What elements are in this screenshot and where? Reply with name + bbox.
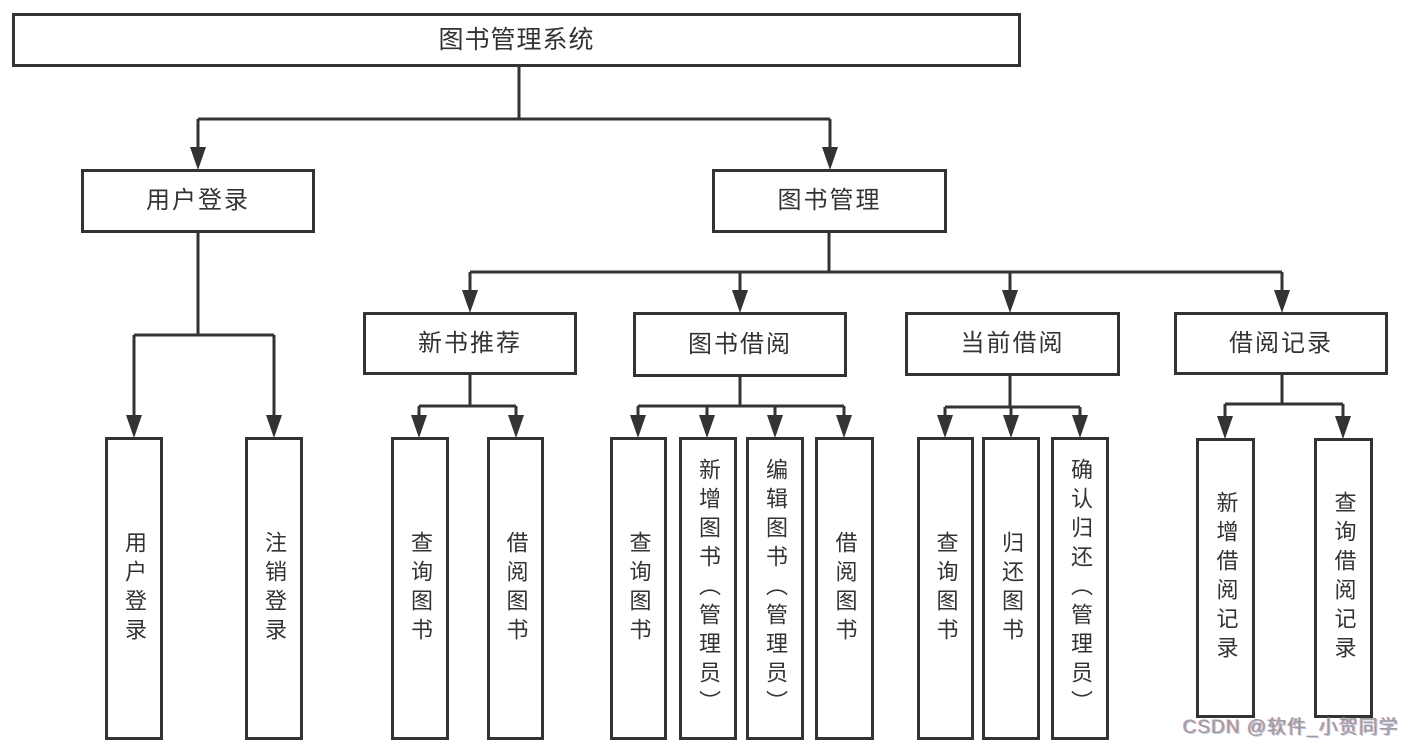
node-new-book-recommend: 新书推荐 — [363, 312, 577, 375]
leaf-current-return-book: 归还图书 — [982, 437, 1040, 740]
node-current-borrowing: 当前借阅 — [905, 312, 1120, 376]
leaf-borrowing-add-book-admin: 新增图书（管理员） — [679, 437, 737, 740]
node-book-management: 图书管理 — [712, 169, 947, 233]
leaf-user-login: 用户登录 — [105, 437, 163, 740]
arrowheads — [126, 147, 1351, 439]
leaf-logout: 注销登录 — [245, 437, 303, 740]
leaf-record-query-borrow-record: 查询借阅记录 — [1314, 438, 1373, 718]
leaf-current-query-book: 查询图书 — [917, 437, 974, 740]
node-borrowing-records: 借阅记录 — [1174, 312, 1388, 375]
node-root-library-management-system: 图书管理系统 — [12, 13, 1021, 67]
leaf-recommend-borrow-book: 借阅图书 — [487, 437, 544, 740]
leaf-current-confirm-return-admin: 确认归还（管理员） — [1051, 437, 1109, 740]
leaf-borrowing-query-book: 查询图书 — [610, 437, 667, 740]
leaf-record-add-borrow-record: 新增借阅记录 — [1196, 438, 1255, 718]
leaf-borrowing-borrow-book: 借阅图书 — [815, 437, 874, 740]
leaf-borrowing-edit-book-admin: 编辑图书（管理员） — [746, 437, 804, 740]
leaf-recommend-query-book: 查询图书 — [391, 437, 449, 740]
node-user-login: 用户登录 — [81, 169, 315, 233]
csdn-watermark: CSDN @软件_小贺同学 — [1183, 717, 1399, 738]
node-book-borrowing: 图书借阅 — [633, 312, 847, 377]
connector-strokes — [132, 67, 1345, 418]
